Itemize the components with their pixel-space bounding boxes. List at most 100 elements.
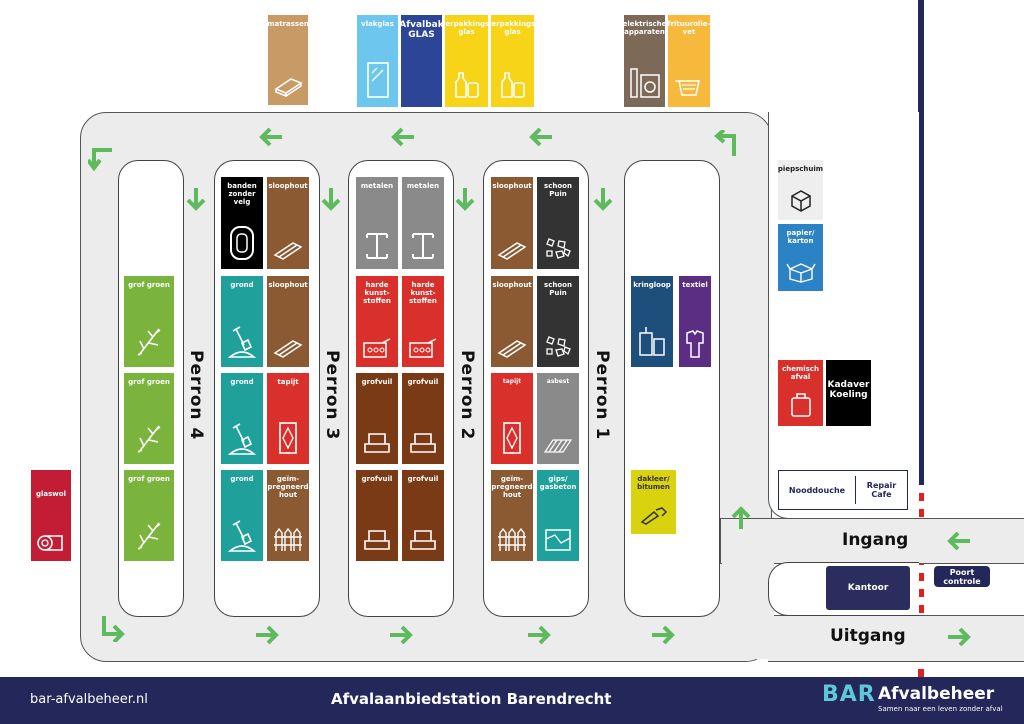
bin-label: elektrische apparaten xyxy=(624,20,665,36)
branches-icon xyxy=(137,328,161,356)
bin-label: sloophout xyxy=(268,281,308,289)
bin-frituurolie: frituurolie-vet xyxy=(668,15,710,107)
bin-label: Kadaver Koeling xyxy=(827,380,870,400)
bin-label: grof groen xyxy=(128,475,170,483)
bin-label: harde kunst-stoffen xyxy=(363,281,391,305)
arrow-left-icon xyxy=(391,127,414,147)
bin-papier-karton: papier/ karton xyxy=(778,224,823,291)
bin-label: grond xyxy=(230,378,254,386)
clothing-icon xyxy=(686,330,704,358)
nooddouche-repair-box: Nooddouche Repair Cafe xyxy=(778,470,908,510)
bin-tapijt-p3: tapijt xyxy=(267,373,309,464)
bin-label-afvalbak: Afvalbak xyxy=(401,20,442,30)
bin-sloophout-p3-2: sloophout xyxy=(267,276,309,367)
bin-label: harde kunst-stoffen xyxy=(409,281,437,305)
box-divider xyxy=(855,476,856,504)
bin-label: sloophout xyxy=(268,182,308,190)
island-right xyxy=(624,160,720,617)
bin-geimpregneerd-p1: geïm-pregneerd hout xyxy=(491,470,533,561)
arrow-right-icon xyxy=(948,627,971,647)
nooddouche-label: Nooddouche xyxy=(788,485,846,495)
bin-label: glaswol xyxy=(36,490,66,498)
bin-label: textiel xyxy=(682,281,708,289)
appliances-icon xyxy=(629,68,660,98)
bin-label: grof groen xyxy=(128,281,170,289)
bin-grofvuil-4: grofvuil xyxy=(402,470,444,561)
bin-metalen-1: metalen xyxy=(356,177,398,269)
armchair-icon xyxy=(410,530,436,550)
bin-verpakkingsglas-1: verpakkings-glas xyxy=(445,15,488,107)
bin-grofvuil-1: grofvuil xyxy=(356,373,398,464)
footer-bar: bar-afvalbeheer.nl Afvalaanbiedstation B… xyxy=(0,677,1024,724)
bin-vlakglas: vlakglas xyxy=(357,15,398,107)
bin-grofvuil-2: grofvuil xyxy=(402,373,444,464)
bin-grond-p3-3: grond xyxy=(221,470,263,561)
kantoor-label: Kantoor xyxy=(847,583,889,593)
perron-2-label: Perron 2 xyxy=(457,350,477,441)
bin-grof-groen-3: grof groen xyxy=(124,470,174,561)
bin-verpakkingsglas-2: verpakkings-glas xyxy=(491,15,534,107)
branches-icon xyxy=(137,425,161,453)
poort-controle: Poort controle xyxy=(934,566,990,587)
chemical-can-icon xyxy=(790,393,811,417)
plasterboard-icon xyxy=(545,529,571,551)
road-mask-2 xyxy=(700,618,790,659)
perron-3-label: Perron 3 xyxy=(322,350,342,441)
arrow-turn-down-icon xyxy=(88,148,112,172)
arrow-right-icon xyxy=(256,625,279,645)
bin-label: matrassen xyxy=(268,20,308,28)
planks-icon xyxy=(273,242,303,260)
bin-afvalbak-glas: Afvalbak GLAS xyxy=(401,15,442,107)
bin-grond-p3-1: grond xyxy=(221,276,263,367)
arrow-down-icon xyxy=(455,188,475,211)
arrow-down-icon xyxy=(186,188,206,211)
bin-schoon-puin-2: schoon Puin xyxy=(537,276,579,367)
bin-label: asbest xyxy=(546,378,570,385)
kantoor-building: Kantoor xyxy=(826,566,910,610)
bin-asbest: asbest xyxy=(537,373,579,464)
bin-label: grofvuil xyxy=(407,378,439,386)
bin-label: sloophout xyxy=(492,182,532,190)
bin-harde-kunststoffen-1: harde kunst-stoffen xyxy=(356,276,398,367)
bin-elektrische-apparaten: elektrische apparaten xyxy=(624,15,665,107)
arrow-right-icon xyxy=(390,625,413,645)
bottle-jar-icon xyxy=(454,72,479,98)
bin-metalen-2: metalen xyxy=(402,177,444,269)
bin-chemisch-afval: chemisch afval xyxy=(778,360,823,426)
rubble-icon xyxy=(546,336,571,357)
shovel-icon xyxy=(228,520,256,552)
bin-label-glas: GLAS xyxy=(408,30,435,40)
bin-label: metalen xyxy=(360,182,394,190)
logo-tagline: Samen naar een leven zonder afval xyxy=(878,705,1003,713)
bin-sloophout-p1-1: sloophout xyxy=(491,177,533,269)
bin-label: grof groen xyxy=(128,378,170,386)
arrow-right-icon xyxy=(528,625,551,645)
planks-icon xyxy=(497,242,527,260)
bin-grofvuil-3: grofvuil xyxy=(356,470,398,561)
bin-label: grofvuil xyxy=(361,378,393,386)
bin-label: grond xyxy=(230,281,254,289)
fence-icon xyxy=(274,527,302,551)
bin-dakleer-bitumen: dakleer/ bitumen xyxy=(631,470,676,534)
bin-label: kringloop xyxy=(633,281,671,289)
arrow-down-icon xyxy=(321,188,341,211)
arrow-left-icon xyxy=(259,127,282,147)
bin-label: grofvuil xyxy=(407,475,439,483)
bin-piepschuim: piepschuim xyxy=(778,160,823,220)
plastic-crate-icon xyxy=(363,338,391,358)
bin-label: dakleer/ bitumen xyxy=(637,475,670,491)
bin-label: banden zonder velg xyxy=(227,182,257,206)
footer-url[interactable]: bar-afvalbeheer.nl xyxy=(30,692,148,707)
bin-label: grond xyxy=(230,475,254,483)
bin-schoon-puin-1: schoon Puin xyxy=(537,177,579,269)
gate-barrier xyxy=(918,485,924,677)
bottle-jar-icon xyxy=(500,72,525,98)
bin-label: tapijt xyxy=(502,378,522,385)
bin-label: frituurolie-vet xyxy=(668,20,710,36)
bin-kringloop: kringloop xyxy=(631,276,673,367)
planks-icon xyxy=(273,340,303,358)
fryer-icon xyxy=(675,80,700,96)
footer-title: Afvalaanbiedstation Barendrecht xyxy=(331,690,612,708)
corrugated-sheet-icon xyxy=(543,439,573,453)
planks-icon xyxy=(497,340,527,358)
